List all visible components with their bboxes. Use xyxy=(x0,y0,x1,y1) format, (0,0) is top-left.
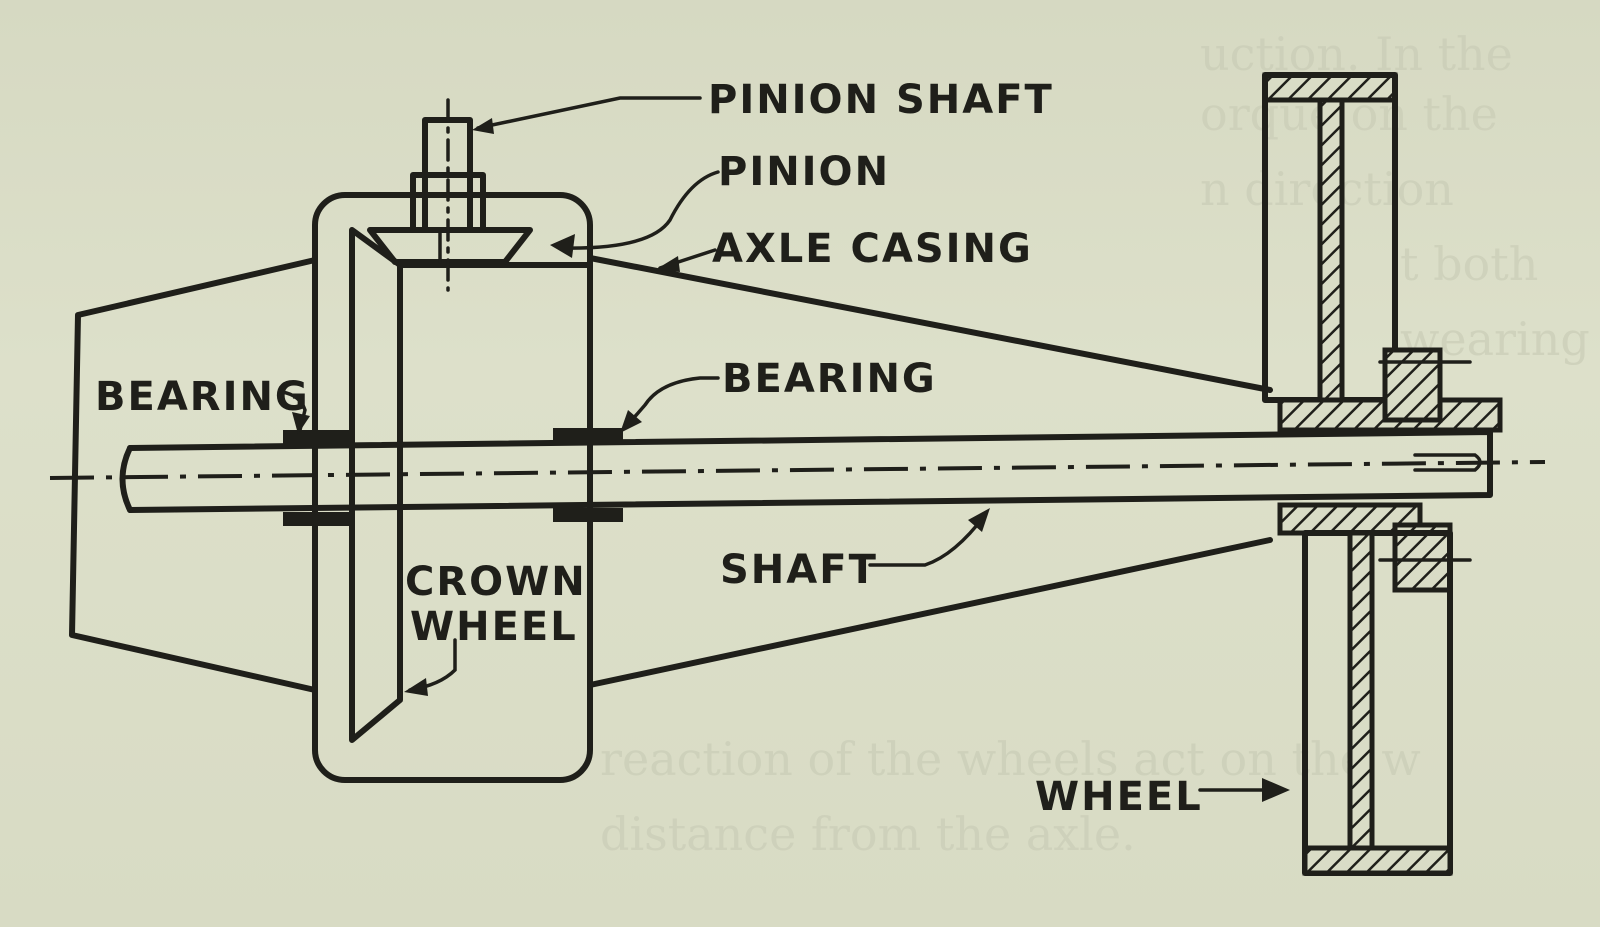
label-bearing-left: BEARING xyxy=(95,374,310,420)
label-axle-casing: AXLE CASING xyxy=(712,226,1033,272)
svg-text:t both: t both xyxy=(1400,237,1538,291)
bearing-left xyxy=(283,430,353,526)
shaft xyxy=(49,429,1546,513)
pinion xyxy=(367,227,533,265)
bearing-right xyxy=(553,428,623,522)
axle-casing xyxy=(69,192,1273,783)
bleed-through-text: uction. In the orque on the n direction … xyxy=(600,27,1590,861)
label-crown-wheel-line2: WHEEL xyxy=(410,604,578,650)
label-shaft: SHAFT xyxy=(720,547,878,593)
crown-wheel xyxy=(349,227,593,743)
svg-text:reaction of the wheels act on: reaction of the wheels act on the w xyxy=(600,732,1421,786)
label-wheel: WHEEL xyxy=(1035,774,1203,820)
label-pinion-shaft: PINION SHAFT xyxy=(708,77,1054,123)
leader-lines xyxy=(280,96,1290,802)
label-crown-wheel-line1: CROWN xyxy=(405,559,587,605)
label-bearing-right: BEARING xyxy=(722,356,937,402)
label-pinion: PINION xyxy=(718,149,890,195)
wheel xyxy=(1262,72,1503,876)
svg-text:distance from the axle.: distance from the axle. xyxy=(600,807,1136,861)
pinion-shaft xyxy=(410,98,486,292)
